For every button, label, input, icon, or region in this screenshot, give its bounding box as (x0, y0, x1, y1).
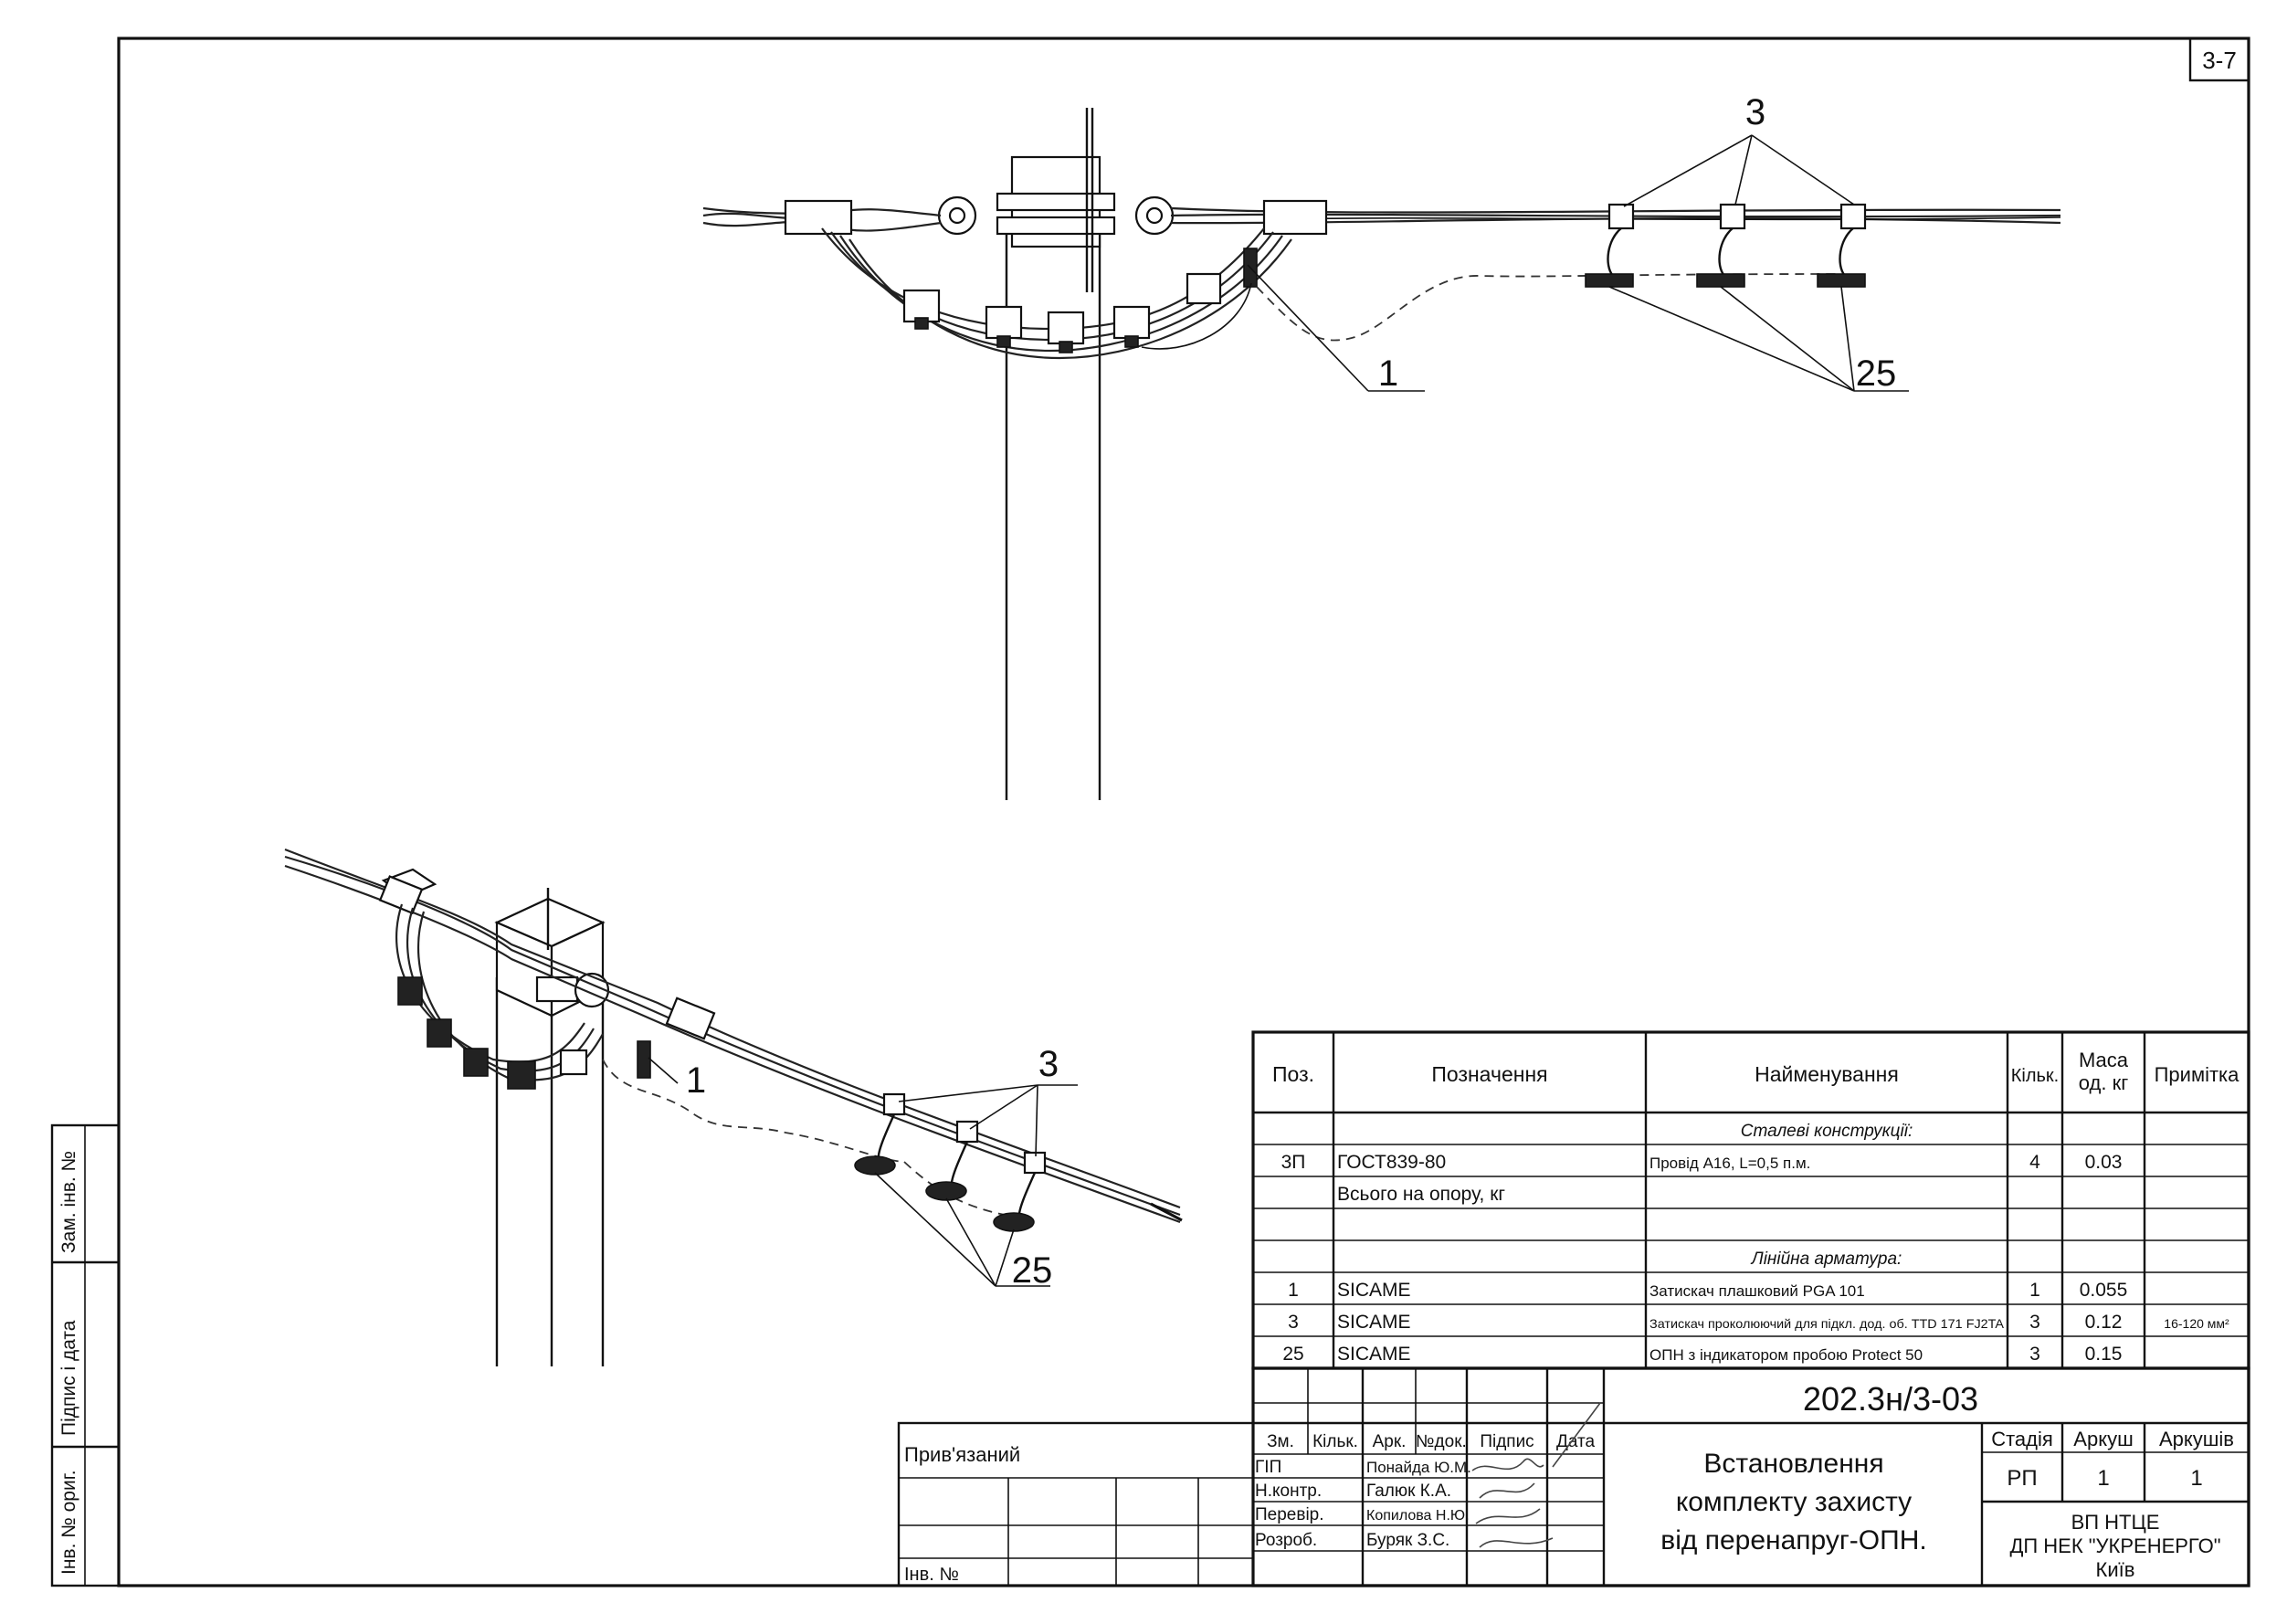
stage-value: РП (2007, 1466, 2037, 1491)
top-callout-1: 1 (1378, 353, 1398, 394)
rev-header-date: Дата (1556, 1432, 1596, 1451)
iso-callout-1: 1 (686, 1060, 706, 1101)
rev-header-sheet: Арк. (1373, 1432, 1407, 1451)
spec-row-name: Затискач проколюючий для підкл. дод. об.… (1649, 1316, 2005, 1331)
rev-header-signature: Підпис (1480, 1432, 1533, 1451)
org-line3: Київ (2096, 1558, 2135, 1581)
sheet-code: 3-7 (2202, 47, 2237, 74)
name-chief-engineer: Понайда Ю.М. (1366, 1459, 1471, 1476)
spec-row-qty: 3 (2029, 1344, 2040, 1365)
iso-callout-25: 25 (1012, 1250, 1053, 1291)
signatures (1471, 1402, 1601, 1548)
rev-header-docno: №док. (1416, 1432, 1467, 1451)
rev-header-count: Кільк. (1312, 1432, 1358, 1451)
spec-header-name: Найменування (1755, 1062, 1899, 1086)
spec-header-note: Примітка (2155, 1063, 2240, 1086)
linked-block: Прив'язаний Інв. № (897, 1421, 1255, 1587)
drawing-title-line1: Встановлення (1703, 1449, 1883, 1479)
spec-row-pos: 1 (1288, 1280, 1299, 1301)
spec-header-pos: Поз. (1272, 1062, 1314, 1086)
spec-row-qty: 3 (2029, 1312, 2040, 1333)
linked-label: Прив'язаний (904, 1443, 1020, 1466)
org-line2: ДП НЕК "УКРЕНЕРГО" (2009, 1534, 2220, 1557)
spec-row-mass: 0.055 (2080, 1280, 2128, 1301)
name-developed: Буряк З.С. (1366, 1531, 1449, 1550)
side-stamp-replaced-inv: Зам. інв. № (58, 1151, 79, 1253)
role-checked: Перевір. (1255, 1505, 1324, 1524)
stage-label: Стадія (1991, 1428, 2053, 1450)
sheets-label: Аркушів (2159, 1428, 2234, 1450)
top-callout-25: 25 (1856, 353, 1897, 394)
spec-row-designation: SICAME (1337, 1312, 1411, 1333)
org-line1: ВП НТЦЕ (2071, 1511, 2160, 1534)
spec-header-mass: Маса од. кг (2078, 1049, 2129, 1094)
side-stamp-original-inv: Інв. № ориг. (58, 1470, 79, 1575)
spec-row-designation: SICAME (1337, 1280, 1411, 1301)
spec-row-pos: 3 (1288, 1312, 1299, 1333)
spec-row-mass: 0.03 (2085, 1152, 2123, 1173)
sheet-value: 1 (2097, 1466, 2109, 1491)
role-chief-engineer: ГІП (1255, 1458, 1281, 1477)
top-view-drawing: 3 1 25 (702, 92, 2061, 800)
iso-callout-3: 3 (1038, 1044, 1059, 1084)
spec-row-mass: 0.15 (2085, 1344, 2123, 1365)
spec-table: Поз. Позначення Найменування Кільк. Маса… (1251, 1030, 2250, 1370)
sheets-value: 1 (2190, 1466, 2202, 1491)
spec-row-pos: 25 (1282, 1344, 1303, 1365)
spec-row-qty: 4 (2029, 1152, 2040, 1173)
spec-row-qty: 1 (2029, 1280, 2040, 1301)
sheet-code-box (2188, 37, 2250, 82)
name-checked: Копилова Н.Ю. (1366, 1508, 1470, 1524)
spec-header-qty: Кільк. (2011, 1066, 2060, 1086)
side-stamp: Зам. інв. № Підпис і дата Інв. № ориг. (50, 1123, 121, 1587)
rev-header-change: Зм. (1267, 1432, 1294, 1451)
spec-section-steel-title: Сталеві конструкції: (1741, 1122, 1913, 1141)
spec-row-name: Провід А16, L=0,5 п.м. (1649, 1155, 1810, 1172)
spec-row-name: ОПН з індикатором пробою Protect 50 (1649, 1346, 1923, 1364)
spec-row-designation: ГОСТ839-80 (1337, 1152, 1446, 1173)
spec-row-designation: SICAME (1337, 1344, 1411, 1365)
spec-row-note: 16-120 мм² (2164, 1316, 2229, 1331)
spec-row-name: Затискач плашковий PGA 101 (1649, 1282, 1865, 1300)
spec-section-hardware-title: Лінійна арматура: (1750, 1250, 1902, 1269)
outer-frame (117, 37, 2250, 1587)
drawing-title-line2: комплекту захисту (1676, 1487, 1912, 1517)
spec-header-designation: Позначення (1431, 1062, 1547, 1086)
side-stamp-signature-date: Підпис і дата (58, 1320, 79, 1436)
role-norm-control: Н.контр. (1255, 1482, 1322, 1501)
top-callout-3: 3 (1745, 92, 1765, 132)
spec-row-designation: Всього на опору, кг (1337, 1184, 1505, 1205)
spec-row-pos: 3П (1281, 1152, 1306, 1173)
drawing-title-line3: від перенапруг-ОПН. (1660, 1525, 1926, 1555)
inv-label: Інв. № (904, 1565, 959, 1585)
role-developed: Розроб. (1255, 1531, 1317, 1550)
iso-view-drawing: 3 1 25 (284, 848, 1183, 1366)
spec-row-mass: 0.12 (2085, 1312, 2123, 1333)
title-block: 202.3н/3-03 Зм. Кільк. Арк. №док. Підпис… (1251, 1366, 2250, 1587)
sheet-label: Аркуш (2073, 1428, 2133, 1450)
doc-code: 202.3н/3-03 (1803, 1380, 1978, 1418)
name-norm-control: Галюк К.А. (1366, 1482, 1451, 1501)
